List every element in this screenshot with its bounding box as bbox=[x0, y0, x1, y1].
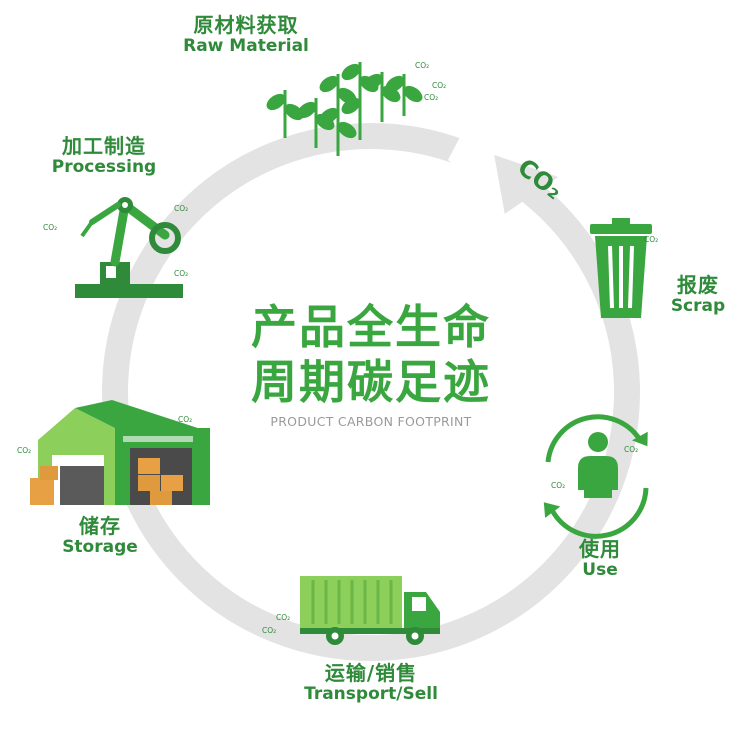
stage-label-raw-material: 原材料获取 Raw Material bbox=[166, 14, 326, 57]
stage-en-label: Scrap bbox=[670, 296, 726, 316]
cycle-arrow-head bbox=[494, 154, 559, 214]
stage-cn-label: 储存 bbox=[79, 514, 121, 538]
robot-arm-icon bbox=[75, 197, 183, 298]
stage-cn-label: 原材料获取 bbox=[193, 13, 299, 37]
co2-tag: CO₂ bbox=[432, 81, 446, 90]
stage-en-label: Transport/Sell bbox=[304, 684, 438, 704]
stage-label-transport: 运输/销售 Transport/Sell bbox=[276, 662, 466, 705]
co2-tag: CO₂ bbox=[415, 61, 429, 70]
co2-tag: CO₂ bbox=[43, 223, 57, 232]
stage-en-label: Processing bbox=[51, 157, 157, 177]
co2-tag: CO₂ bbox=[17, 446, 31, 455]
cycle-ring bbox=[102, 123, 640, 661]
person-cycle-icon bbox=[543, 414, 649, 539]
stage-label-processing: 加工制造 Processing bbox=[34, 135, 174, 178]
title-subtitle: PRODUCT CARBON FOOTPRINT bbox=[270, 414, 472, 430]
stage-cn-label: 加工制造 bbox=[62, 134, 146, 158]
stage-cn-label: 报废 bbox=[677, 273, 719, 297]
stage-en-label: Use bbox=[582, 560, 618, 580]
sprouts-icon bbox=[266, 62, 423, 156]
title-line-1: 产品全生命 bbox=[251, 300, 491, 354]
stage-en-label: Storage bbox=[62, 537, 138, 557]
stage-label-scrap: 报废 Scrap bbox=[660, 274, 736, 317]
co2-tag: CO₂ bbox=[644, 235, 658, 244]
warehouse-icon bbox=[30, 400, 210, 505]
stage-label-storage: 储存 Storage bbox=[45, 515, 155, 558]
co2-tag: CO₂ bbox=[624, 445, 638, 454]
co2-tag: CO₂ bbox=[424, 93, 438, 102]
title-line-2: 周期碳足迹 bbox=[251, 355, 491, 410]
co2-tag: CO₂ bbox=[262, 626, 276, 635]
stage-cn-label: 使用 bbox=[579, 537, 621, 561]
co2-tag: CO₂ bbox=[174, 204, 188, 213]
center-title: 产品全生命 周期碳足迹 PRODUCT CARBON FOOTPRINT bbox=[221, 300, 521, 429]
co2-tag: CO₂ bbox=[551, 481, 565, 490]
stage-label-use: 使用 Use bbox=[560, 538, 640, 581]
stage-cn-label: 运输/销售 bbox=[324, 661, 418, 685]
stage-en-label: Raw Material bbox=[183, 36, 309, 56]
trash-bin-icon bbox=[590, 218, 652, 318]
co2-tag: CO₂ bbox=[178, 415, 192, 424]
co2-tag: CO₂ bbox=[276, 613, 290, 622]
truck-icon bbox=[300, 576, 440, 645]
co2-tag: CO₂ bbox=[174, 269, 188, 278]
